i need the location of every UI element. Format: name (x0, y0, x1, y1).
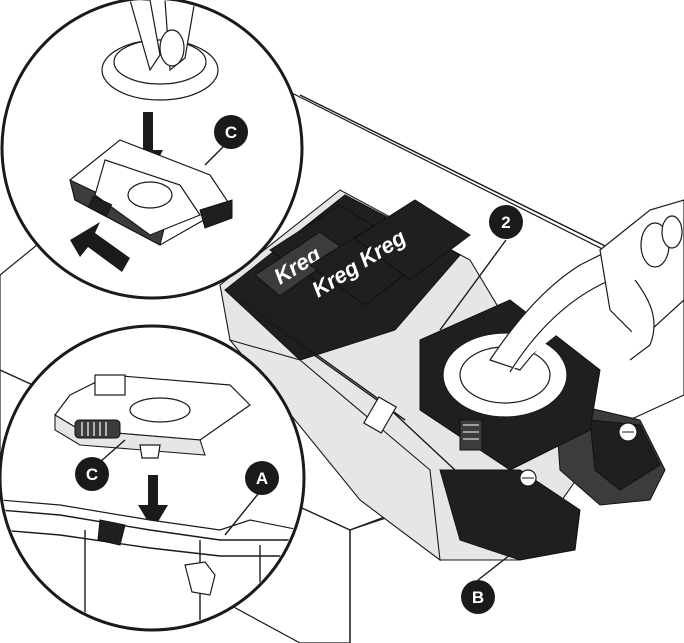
clamp-pad-assembly (419, 299, 601, 471)
callout-b: B (461, 554, 511, 614)
callout-2: 2 (439, 205, 523, 331)
pad-adapter-c (54, 374, 251, 459)
detail-view-top: C (0, 0, 304, 300)
release-tab (459, 419, 483, 451)
pad-adapter-c (69, 139, 233, 246)
callout-2-label: 2 (501, 213, 510, 232)
pocket-hole-jig: Kreg Kreg Kreg (219, 189, 684, 562)
callout-a-label: A (256, 469, 268, 488)
callout-c-bottom-label: C (86, 465, 98, 484)
detail-view-bottom: C A (0, 324, 306, 632)
arrow-down-icon (138, 475, 168, 530)
drill-guide-block-3: Kreg (354, 199, 471, 281)
toggle-clamp (489, 199, 684, 373)
arrow-left-icon (70, 222, 130, 272)
callout-c-top-label: C (225, 123, 237, 142)
callout-b-label: B (472, 588, 484, 607)
